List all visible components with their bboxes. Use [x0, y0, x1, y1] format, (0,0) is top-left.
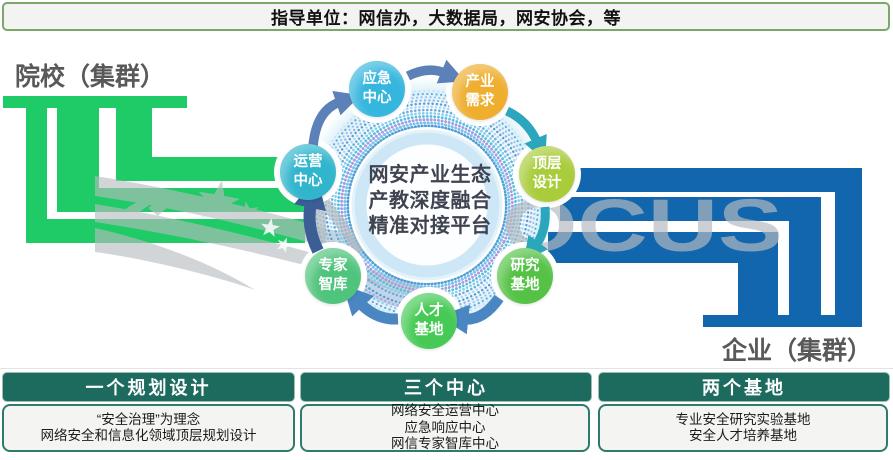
panel-line: 专业安全研究实验基地 [675, 411, 811, 427]
left-group-title: 院校（集群） [15, 63, 166, 91]
panel-line: “安全治理”为理念 [96, 411, 201, 427]
arrow-industry-to-topdesign [504, 106, 547, 162]
panel-body-centers: 网络安全运营中心 应急响应中心 网信专家智库中心 [300, 403, 590, 452]
hub-node-talent-base: 人才 基地 [401, 293, 457, 349]
panel-header-bases: 两个基地 [598, 372, 890, 402]
arrow-research-to-talent [438, 294, 504, 335]
panel-line: 应急响应中心 [404, 419, 486, 435]
panels-divider-line [0, 368, 893, 369]
hub-node-top-level-design: 顶层 设计 [519, 146, 575, 202]
panel-header-planning: 一个规划设计 [2, 372, 295, 402]
right-group-title: 企业（集群） [722, 337, 873, 365]
hub-node-operation-center: 运营 中心 [280, 144, 336, 200]
cycle-arrows [294, 59, 550, 335]
hub-node-industry-demand: 产业 需求 [452, 64, 508, 120]
panel-line: 安全人才培养基地 [689, 428, 797, 443]
arrow-expert-to-operation [294, 176, 326, 254]
hub-node-emergency-center: 应急 中心 [349, 61, 405, 117]
hub-node-expert-thinktank: 专家 智库 [305, 248, 361, 304]
panel-header-centers: 三个中心 [300, 372, 592, 402]
arrow-talent-to-expert [342, 284, 399, 325]
arrow-topdesign-to-research [523, 206, 550, 262]
panel-line: 网络安全和信息化领域顶层规划设计 [40, 428, 257, 443]
hub-node-research-base: 研究 基地 [497, 248, 553, 304]
arrow-operation-to-emergency [308, 91, 361, 148]
panel-body-bases: 专业安全研究实验基地 安全人才培养基地 [598, 404, 888, 452]
hub-inner-disc [349, 127, 505, 283]
platform-title: 网安产业生态 产教深度融合 精准对接平台 [368, 164, 492, 237]
guidance-banner-text: 指导单位：网信办，大数据局，网安协会，等 [271, 9, 621, 28]
panel-line: 网信专家智库中心 [391, 436, 499, 452]
arrow-emergency-to-industry [405, 59, 466, 84]
right-pipes [548, 168, 862, 327]
panel-body-planning: “安全治理”为理念 网络安全和信息化领域顶层规划设计 [2, 404, 295, 452]
panel-line: 网络安全运营中心 [391, 403, 499, 419]
watermark-swoosh [95, 176, 434, 302]
guidance-banner: 指导单位：网信办，大数据局，网安协会，等 [2, 2, 890, 31]
